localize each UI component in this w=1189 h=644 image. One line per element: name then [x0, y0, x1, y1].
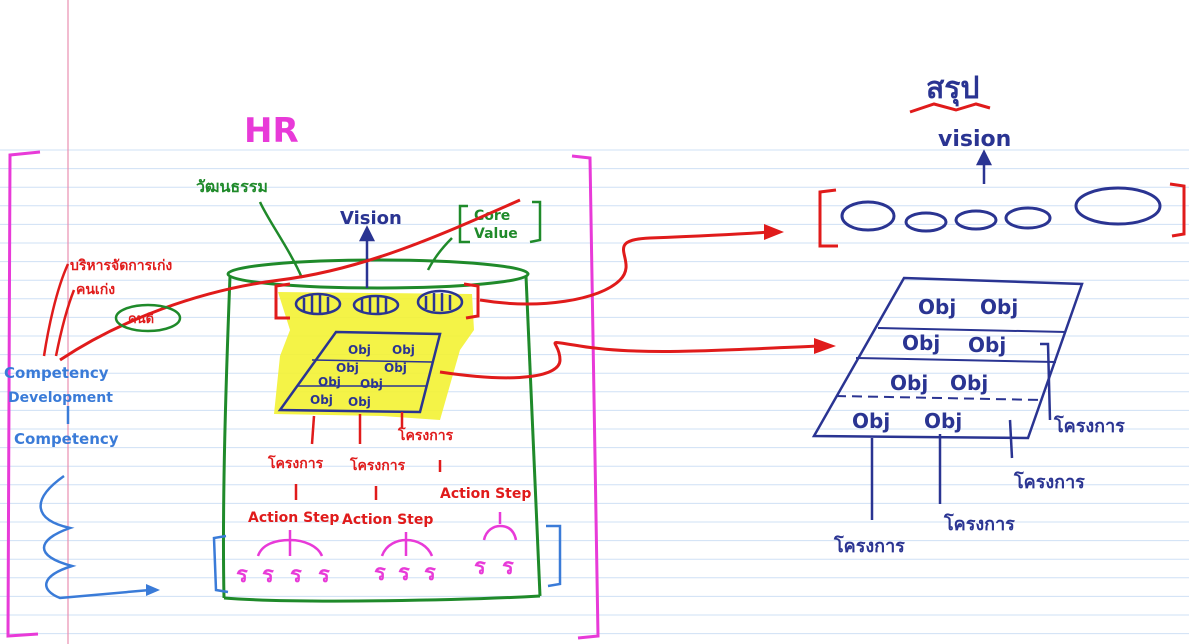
action-step-1: Action Step	[440, 486, 531, 502]
objective-plane-small	[277, 330, 442, 414]
obj-small-2: Obj	[392, 343, 415, 357]
wavy-arrow-top-head	[764, 224, 784, 240]
proj-right-1: โครงการ	[1053, 415, 1125, 437]
wavy-arrow-bottom	[439, 341, 821, 380]
obj-small-3: Obj	[336, 361, 359, 375]
obj-large-2: Obj	[980, 295, 1018, 319]
svg-text:ร: ร	[374, 561, 386, 586]
competency-dev-line1: Competency	[4, 364, 109, 382]
obj-small-5: Obj	[318, 375, 341, 389]
left-bracket	[6, 150, 41, 638]
summary-underline	[909, 102, 991, 114]
objective-labels-large: Obj Obj Obj Obj Obj Obj Obj Obj	[852, 295, 1018, 433]
highlight-area	[274, 292, 474, 420]
project-label-c: โครงการ	[349, 456, 406, 474]
obj-large-7: Obj	[852, 409, 890, 433]
svg-text:ร: ร	[424, 561, 436, 586]
objective-grid-large	[835, 327, 1067, 401]
right-bracket	[571, 154, 600, 640]
summary-ovals	[840, 186, 1162, 233]
action-step-2: Action Step	[248, 510, 339, 526]
svg-text:ร: ร	[262, 563, 274, 588]
summary-bracket-left	[818, 188, 838, 248]
vision-arrow-left	[358, 225, 376, 288]
competency-zigzag	[39, 474, 151, 600]
value-bracket-right	[463, 282, 480, 320]
project-label-a: โครงการ	[397, 426, 454, 444]
obj-large-1: Obj	[918, 295, 956, 319]
admin-line-2	[54, 289, 76, 357]
summary-bracket-right	[1169, 182, 1186, 238]
hr-title: HR	[244, 111, 299, 151]
good-people-label: คนดี	[128, 311, 154, 327]
obj-large-5: Obj	[890, 371, 928, 395]
value-ovals	[294, 289, 464, 316]
svg-text:ร: ร	[318, 563, 330, 588]
obj-large-8: Obj	[924, 409, 962, 433]
project-connectors-right	[870, 342, 1052, 520]
admin-label-line2: คนเก่ง	[76, 282, 115, 298]
obj-small-1: Obj	[348, 343, 371, 357]
project-connectors	[294, 412, 442, 500]
objective-labels-small: Obj Obj Obj Obj Obj Obj Obj Obj	[310, 343, 415, 409]
core-value-bracket	[458, 200, 542, 244]
core-value-line1: Core	[474, 208, 510, 224]
svg-text:ร: ร	[502, 555, 514, 580]
culture-line	[258, 201, 304, 279]
obj-small-4: Obj	[384, 361, 407, 375]
objective-plane-large	[811, 276, 1084, 440]
vision-arrow-right	[975, 149, 993, 184]
core-value-line	[426, 237, 453, 271]
vision-label-right: vision	[938, 127, 1011, 152]
svg-text:ร: ร	[236, 563, 248, 588]
proj-right-2: โครงการ	[1013, 471, 1085, 493]
competency-label: Competency	[14, 430, 119, 448]
action-items: รรรร รรร รร	[236, 555, 514, 588]
obj-large-3: Obj	[902, 331, 940, 355]
summary-title: สรุป	[926, 71, 979, 107]
action-bracket-right	[546, 524, 562, 588]
svg-text:ร: ร	[290, 563, 302, 588]
culture-label: วัฒนธรรม	[196, 177, 268, 196]
admin-line	[42, 263, 70, 357]
good-people-oval	[114, 303, 182, 333]
project-label-b: โครงการ	[267, 454, 324, 472]
wavy-arrow-bottom-head	[814, 338, 836, 354]
svg-text:ร: ร	[398, 561, 410, 586]
obj-small-8: Obj	[348, 395, 371, 409]
action-step-3: Action Step	[342, 512, 433, 528]
action-trees	[256, 512, 518, 557]
core-value-line2: Value	[474, 226, 518, 242]
proj-right-4: โครงการ	[833, 535, 905, 557]
value-bracket-left	[274, 282, 291, 320]
admin-label-line1: บริหารจัดการเก่ง	[70, 258, 172, 274]
competency-dev-line2: Development	[8, 390, 113, 406]
proj-right-3: โครงการ	[943, 513, 1015, 535]
action-bracket-left	[212, 534, 229, 594]
obj-large-4: Obj	[968, 333, 1006, 357]
green-cylinder	[221, 258, 542, 603]
wavy-arrow-top	[479, 230, 771, 306]
objective-grid-small	[298, 359, 433, 387]
obj-small-7: Obj	[310, 393, 333, 407]
obj-small-6: Obj	[360, 377, 383, 391]
competency-arrowhead	[146, 584, 160, 596]
svg-text:ร: ร	[474, 555, 486, 580]
obj-large-6: Obj	[950, 371, 988, 395]
vision-label-left: Vision	[340, 208, 402, 229]
